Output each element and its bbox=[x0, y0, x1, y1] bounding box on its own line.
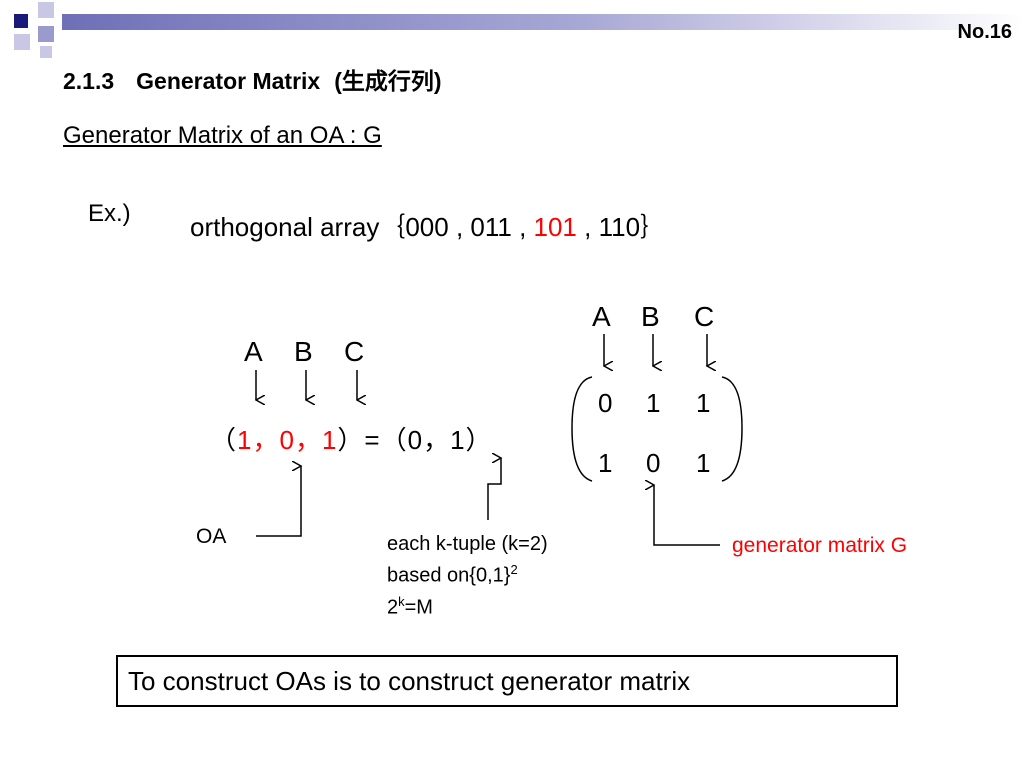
title-number: 2.1.3 bbox=[63, 68, 115, 94]
oa-label: OA bbox=[196, 525, 227, 548]
oa-row-value: 1， bbox=[237, 425, 280, 455]
matrix-cell: 1 bbox=[696, 388, 712, 418]
conclusion-box bbox=[116, 655, 898, 707]
header-bar bbox=[62, 14, 1024, 30]
header-decor-square bbox=[14, 14, 28, 28]
matrix-cell: 1 bbox=[696, 448, 712, 478]
generator-connector bbox=[654, 485, 720, 546]
paren-open: （ bbox=[210, 425, 238, 455]
paren-close: ） bbox=[465, 425, 493, 455]
oa-prefix: orthogonal array｛000 , 011 , bbox=[190, 212, 534, 242]
matrix-cell: 1 bbox=[598, 448, 614, 478]
generator-matrix-label: generator matrix G bbox=[732, 534, 908, 557]
column-label-b: B bbox=[294, 336, 313, 367]
matrix-cell: 0 bbox=[598, 388, 614, 418]
header-decor-square bbox=[38, 2, 54, 18]
note-line-3: 2k=M bbox=[387, 593, 433, 619]
column-label-c: C bbox=[344, 336, 365, 367]
matrix-right-bracket bbox=[721, 376, 743, 482]
matrix-left-bracket bbox=[571, 376, 593, 482]
k-tuple-note: each k-tuple (k=2) based on{0,1}2 2k=M bbox=[387, 531, 548, 620]
subtitle: Generator Matrix of an OA : G bbox=[63, 122, 382, 149]
matrix-cell: 0 bbox=[646, 448, 662, 478]
title-japanese: (生成行列) bbox=[334, 68, 442, 94]
slide-title: 2.1.3 Generator Matrix (生成行列) bbox=[63, 62, 442, 96]
orthogonal-array-definition: orthogonal array｛000 , 011 , 101 , 110｝ bbox=[190, 207, 666, 244]
oa-row-value: 1 bbox=[321, 425, 338, 455]
oa-row-value: 0， bbox=[279, 425, 322, 455]
note-line-1: each k-tuple (k=2) bbox=[387, 533, 548, 555]
matrix-column-label-b: B bbox=[641, 301, 660, 332]
k-tuple: 0，1 bbox=[407, 425, 466, 455]
matrix-column-label-c: C bbox=[694, 301, 715, 332]
tuple-connector bbox=[487, 458, 501, 520]
oa-connector bbox=[256, 466, 301, 537]
slide-number: No.16 bbox=[957, 21, 1012, 43]
header-decor-square bbox=[40, 46, 52, 58]
matrix-cell: 1 bbox=[646, 388, 662, 418]
conclusion-text: To construct OAs is to construct generat… bbox=[128, 666, 691, 696]
oa-highlight: 101 bbox=[533, 212, 577, 242]
header-decor-square bbox=[14, 34, 30, 50]
example-label: Ex.) bbox=[88, 200, 131, 227]
equation: （1，0，1）=（0，1） bbox=[210, 420, 493, 457]
equals-paren: ）=（ bbox=[337, 425, 408, 455]
column-label-a: A bbox=[244, 336, 263, 367]
header-decor-square bbox=[38, 26, 54, 42]
matrix-column-label-a: A bbox=[592, 301, 611, 332]
oa-suffix: , 110｝ bbox=[576, 212, 667, 242]
title-main: Generator Matrix bbox=[136, 68, 321, 94]
note-line-2: based on{0,1}2 bbox=[387, 562, 518, 587]
